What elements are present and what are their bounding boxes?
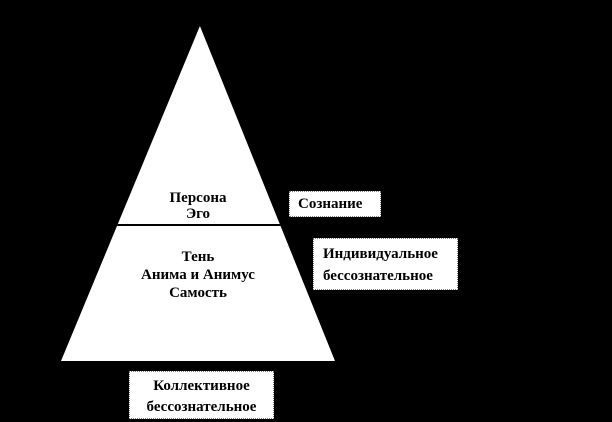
individual-unconscious-label-line2: бессознательное [323,268,433,284]
lower-section-labels: Тень Анима и Анимус Самость [61,248,335,302]
self-label: Самость [169,285,227,301]
conscious-unconscious-divider-line [61,224,335,226]
upper-section-labels: Персона Эго [61,190,335,222]
collective-unconscious-label-line1: Коллективное [153,378,250,394]
consciousness-label-box: Сознание [289,191,381,217]
collective-unconscious-label-line2: бессознательное [146,399,257,415]
individual-unconscious-label-line1: Индивидуальное [323,246,438,262]
individual-unconscious-label-box: Индивидуальное бессознательное [313,238,458,290]
consciousness-label: Сознание [298,195,363,212]
shadow-label: Тень [181,249,215,265]
collective-unconscious-label-box: Коллективное бессознательное [129,371,274,419]
persona-label: Персона [169,190,227,206]
ego-label: Эго [185,206,211,222]
anima-animus-label: Анима и Анимус [141,267,255,283]
